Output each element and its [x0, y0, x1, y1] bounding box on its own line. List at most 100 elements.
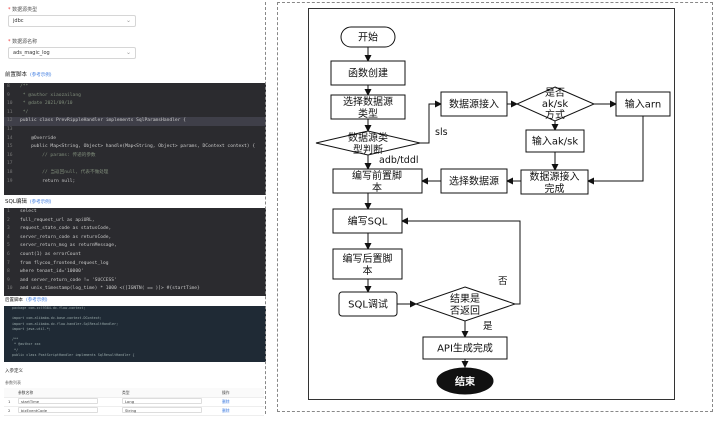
line-number: 15: [7, 144, 13, 150]
aksk-text-3: 方式: [545, 108, 565, 121]
access-done-node: [520, 169, 589, 195]
line-number: 14: [7, 135, 13, 141]
chevron-down-icon: ⌄: [125, 49, 131, 56]
datasource-name-label: * 数据源名称: [8, 39, 38, 45]
line-number: 4: [7, 234, 10, 240]
code-text: @Override: [20, 135, 56, 141]
col-name-header: 参数名称: [18, 390, 34, 395]
start-node: [340, 26, 396, 48]
label-no: 否: [498, 276, 508, 287]
write-sql-node: [332, 208, 403, 234]
datasource-type-value: jdbc: [13, 18, 24, 24]
post-script-example-link[interactable]: (参考示例): [26, 298, 48, 303]
col-type-header: 类型: [122, 390, 130, 395]
label-sls: sls: [435, 127, 448, 138]
judge-text-1: 数据源类: [348, 131, 388, 144]
param-type-select[interactable]: String: [122, 407, 202, 413]
post-script-node: [332, 248, 403, 280]
code-line: package com.zcl9384.dc.flow.context;: [12, 306, 86, 310]
datasource-name-select[interactable]: ads_magic_log ⌄: [8, 47, 136, 59]
line-number: 13: [7, 126, 13, 132]
access-done-text-1: 数据源接入: [530, 170, 580, 183]
line-number: 19: [7, 178, 13, 184]
ds-access-text: 数据源接入: [449, 98, 499, 111]
edge-judge-access: [420, 100, 442, 144]
code-text: and server_return_code != 'SUCCESS': [20, 277, 117, 283]
pre-script-title: 前置脚本(参考示例): [5, 72, 52, 78]
choose-ds-text: 选择数据源: [449, 175, 499, 188]
code-text: /**: [20, 84, 29, 89]
line-number: 8: [7, 84, 10, 89]
api-done-node: [422, 336, 508, 360]
code-line: * @author xxx: [12, 342, 41, 347]
param-name-input[interactable]: bizEventCode: [18, 407, 98, 413]
input-arn-text: 输入arn: [625, 98, 661, 111]
line-number: 2: [7, 217, 10, 223]
pre-text-1: 编写前置脚: [352, 169, 402, 182]
line-number: 6: [7, 251, 10, 257]
panel-divider: [265, 2, 266, 414]
choose-type-text-1: 选择数据源: [343, 95, 393, 108]
line-number: 1: [7, 209, 10, 214]
line-number: 7: [7, 260, 10, 266]
post-script-title: 后置脚本(参考示例): [5, 298, 48, 303]
sql-example-link[interactable]: (参考示例): [29, 200, 52, 205]
input-aksk-text: 输入ak/sk: [532, 135, 578, 148]
table-row: 1 startTime Long 删除: [4, 397, 264, 407]
code-line: 17: [4, 160, 266, 169]
code-line: import com.alibaba.dc.flow.handler.SqlRe…: [12, 321, 119, 326]
datasource-access-node: [440, 91, 508, 117]
code-text: request_state_code as statusCode,: [20, 226, 112, 232]
line-number: 17: [7, 161, 13, 167]
input-aksk-node: [525, 129, 585, 153]
flowchart-frame: 开始 函数创建 选择数据源 类型 数据源类 型判断 数据源接入 是否 ak/sk…: [308, 8, 675, 400]
code-text: // params: 传递的参数: [20, 152, 96, 158]
param-name-input[interactable]: startTime: [18, 398, 98, 404]
code-line: 19 return null;: [4, 178, 266, 187]
code-text: */: [20, 109, 29, 115]
code-line: 15 public Map<String, Object> handle(Map…: [4, 143, 266, 152]
code-text: * @author xiaozailang: [20, 92, 81, 98]
code-line: import com.alibaba.dc.base.context.DCont…: [12, 316, 102, 321]
edge-result-sql: [401, 217, 521, 305]
code-text: return null;: [20, 178, 76, 184]
delete-param-link[interactable]: 删除: [222, 399, 230, 404]
delete-param-link[interactable]: 删除: [222, 408, 230, 413]
flowchart-panel: 开始 函数创建 选择数据源 类型 数据源类 型判断 数据源接入 是否 ak/sk…: [277, 2, 713, 412]
param-type-select[interactable]: Long: [122, 398, 202, 404]
code-line: 11 */: [4, 109, 266, 118]
pre-script-example-link[interactable]: (参考示例): [30, 73, 52, 78]
datasource-name-value: ads_magic_log: [13, 50, 50, 56]
config-form-panel: * 数据源类型 jdbc ⌄ * 数据源名称 ads_magic_log ⌄ 前…: [0, 0, 270, 421]
line-number: 12: [7, 118, 13, 124]
datasource-type-select[interactable]: jdbc ⌄: [8, 15, 136, 27]
code-text: from flycoo_frontend_request_log: [20, 260, 109, 266]
datasource-type-label: * 数据源类型: [8, 7, 38, 13]
line-number: 8: [7, 269, 10, 275]
code-line: import java.util.*;: [12, 326, 51, 331]
end-node: [436, 367, 494, 395]
line-number: 10: [7, 101, 13, 107]
flowchart-svg: 开始 函数创建 选择数据源 类型 数据源类 型判断 数据源接入 是否 ak/sk…: [315, 26, 671, 395]
line-number: 9: [7, 277, 10, 283]
code-line: 10 * @date 2021/09/10: [4, 100, 266, 109]
post-script-editor[interactable]: package com.zcl9384.dc.flow.context; impo…: [4, 306, 266, 362]
code-line: 14 @Override: [4, 135, 266, 144]
line-number: 3: [7, 226, 10, 232]
params-title: 入参定义: [5, 369, 23, 374]
create-text: 函数创建: [348, 67, 388, 80]
code-line: public class PostScriptHandler implement…: [12, 352, 135, 357]
choose-datasource-node: [440, 168, 508, 194]
row-index: 1: [8, 399, 11, 404]
params-table-header: 参数名称 类型 操作: [4, 388, 264, 398]
code-line: 9 and server_return_code != 'SUCCESS': [4, 277, 266, 286]
code-text: count(1) as errorCount: [20, 251, 81, 257]
code-line: 9 * @author xiaozailang: [4, 92, 266, 101]
aksk-text-1: 是否: [545, 87, 565, 99]
code-text: full_request_url as apiURL,: [20, 217, 95, 223]
